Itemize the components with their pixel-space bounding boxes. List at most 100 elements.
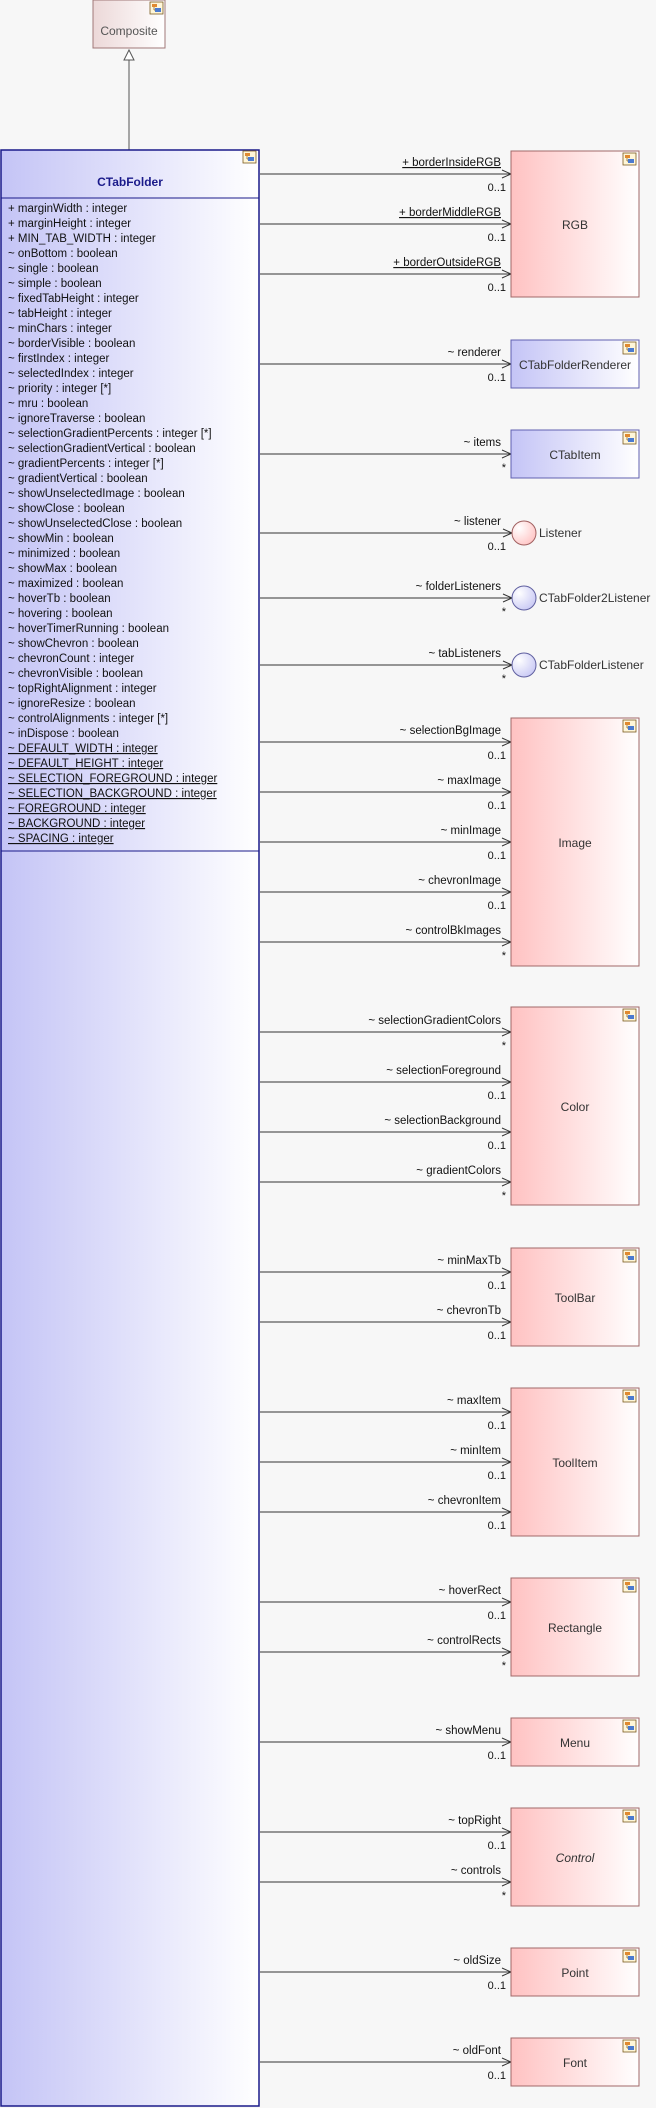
class-ctabfolder[interactable]: CTabFolder + marginWidth : integer+ marg… [0, 149, 260, 2107]
class-image[interactable]: Image [510, 717, 640, 967]
association-tablisteners[interactable]: ~ tabListeners* [260, 648, 514, 685]
association-multiplicity: 0..1 [488, 1330, 506, 1342]
association-role-label: ~ minItem [450, 1445, 501, 1457]
association-multiplicity: 0..1 [488, 1420, 506, 1432]
interface-listener-lollipop [511, 520, 537, 546]
class-ctabfolderrenderer-name: CTabFolderRenderer [519, 358, 631, 372]
class-ctabitem[interactable]: CTabItem [510, 429, 640, 479]
association-multiplicity: 0..1 [488, 282, 506, 294]
association-multiplicity: 0..1 [488, 372, 506, 384]
class-ctabfolderrenderer[interactable]: CTabFolderRenderer [510, 339, 640, 389]
attribute-row: ~ single : boolean [8, 263, 98, 275]
attribute-row: ~ SELECTION_FOREGROUND : integer [8, 773, 217, 785]
association-controls[interactable]: ~ controls* [260, 1865, 513, 1902]
attribute-row: ~ gradientVertical : boolean [8, 473, 148, 485]
association-minimage[interactable]: ~ minImage 0..1 [260, 825, 513, 862]
class-menu-box [510, 1717, 640, 1767]
association-role-label: + borderOutsideRGB [393, 257, 501, 269]
class-point[interactable]: Point [510, 1947, 640, 1997]
class-rectangle[interactable]: Rectangle [510, 1577, 640, 1677]
class-rectangle-class-stereotype-icon [622, 1579, 637, 1593]
class-ctabfolderrenderer-class-stereotype-icon [622, 341, 637, 355]
association-gradientcolors[interactable]: ~ gradientColors* [260, 1165, 513, 1202]
attribute-row: ~ SELECTION_BACKGROUND : integer [8, 788, 217, 800]
association-multiplicity: 0..1 [488, 900, 506, 912]
class-color[interactable]: Color [510, 1006, 640, 1206]
association-selectiongradientcolors[interactable]: ~ selectionGradientColors* [260, 1015, 513, 1052]
interface-ctabfolderlistener-lollipop [511, 652, 537, 678]
association-role-label: ~ gradientColors [416, 1165, 501, 1177]
association-multiplicity: 0..1 [488, 1840, 506, 1852]
class-font[interactable]: Font [510, 2037, 640, 2087]
association-folderlisteners[interactable]: ~ folderListeners* [260, 581, 514, 618]
class-ctabfolder2listener-name: CTabFolder2Listener [539, 591, 650, 605]
attribute-row: ~ minChars : integer [8, 323, 112, 335]
class-ctabfolderrenderer-box [510, 339, 640, 389]
class-composite[interactable]: Composite [92, 0, 166, 49]
class-toolitem-name: ToolItem [552, 1456, 597, 1470]
attribute-row: ~ hoverTb : boolean [8, 593, 111, 605]
attribute-row: ~ BACKGROUND : integer [8, 818, 145, 830]
association-items[interactable]: ~ items* [260, 437, 513, 474]
class-ctabitem-class-stereotype-icon [622, 431, 637, 445]
class-menu[interactable]: Menu [510, 1717, 640, 1767]
ctabfolder-class-stereotype-icon [242, 150, 257, 164]
attribute-row: ~ DEFAULT_HEIGHT : integer [8, 758, 163, 770]
attribute-row: ~ tabHeight : integer [8, 308, 112, 320]
association-role-label: ~ chevronItem [428, 1495, 501, 1507]
class-composite-name: Composite [100, 24, 158, 38]
attribute-row: ~ minimized : boolean [8, 548, 120, 560]
association-multiplicity: 0..1 [488, 850, 506, 862]
association-multiplicity: 0..1 [488, 1520, 506, 1532]
class-toolitem[interactable]: ToolItem [510, 1387, 640, 1537]
class-listener[interactable]: Listener [511, 520, 582, 546]
association-role-label: ~ oldSize [453, 1955, 501, 1967]
association-multiplicity: 0..1 [488, 1140, 506, 1152]
class-ctabfolder2listener[interactable]: CTabFolder2Listener [511, 585, 650, 611]
association-chevronitem[interactable]: ~ chevronItem 0..1 [260, 1495, 513, 1532]
association-role-label: ~ renderer [448, 347, 502, 359]
association-borderoutsidergb[interactable]: + borderOutsideRGB 0..1 [260, 257, 513, 294]
attribute-row: ~ DEFAULT_WIDTH : integer [8, 743, 158, 755]
class-control-box [510, 1807, 640, 1907]
class-color-name: Color [561, 1100, 590, 1114]
association-role-label: ~ minImage [441, 825, 501, 837]
class-toolbar-class-stereotype-icon [622, 1249, 637, 1263]
class-toolbar[interactable]: ToolBar [510, 1247, 640, 1347]
class-ctabfolderlistener[interactable]: CTabFolderListener [511, 652, 644, 678]
attribute-row: ~ chevronVisible : boolean [8, 668, 143, 680]
attribute-row: ~ selectionGradientPercents : integer [*… [8, 428, 212, 440]
class-control[interactable]: Control [510, 1807, 640, 1907]
association-role-label: ~ listener [454, 516, 501, 528]
association-controlrects[interactable]: ~ controlRects* [260, 1635, 513, 1672]
class-rgb[interactable]: RGB [510, 150, 640, 298]
attribute-row: ~ showClose : boolean [8, 503, 125, 515]
association-renderer[interactable]: ~ renderer 0..1 [260, 347, 513, 384]
association-role-label: ~ tabListeners [428, 648, 501, 660]
class-point-class-stereotype-icon [622, 1949, 637, 1963]
association-controlbkimages[interactable]: ~ controlBkImages* [260, 925, 513, 962]
class-rgb-box [510, 150, 640, 298]
association-role-label: ~ controlBkImages [405, 925, 501, 937]
attribute-row: + marginHeight : integer [8, 218, 131, 230]
attribute-row: ~ onBottom : boolean [8, 248, 118, 260]
